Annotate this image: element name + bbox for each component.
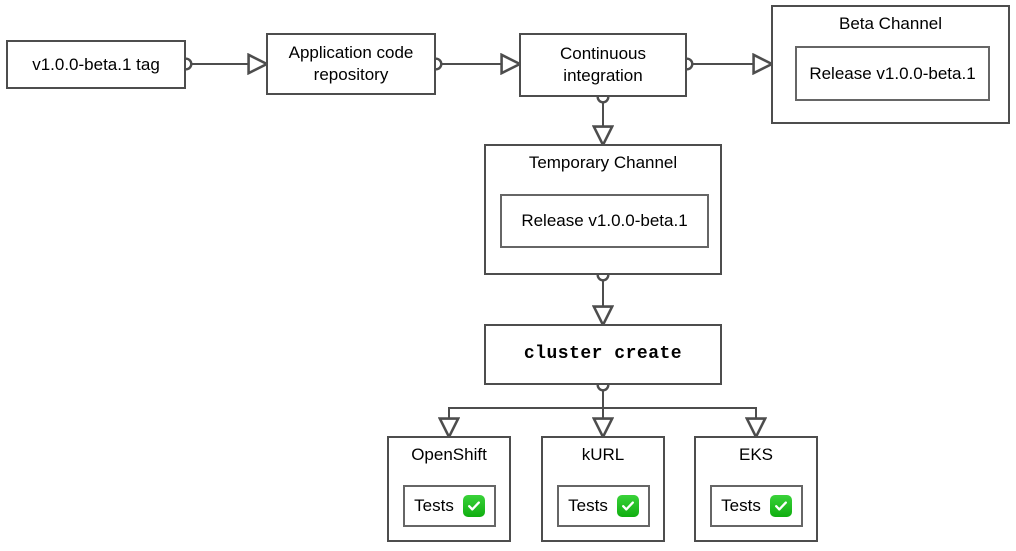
beta-channel-release-box[interactable]: Release v1.0.0-beta.1 <box>795 46 990 101</box>
eks-tests-row: Tests <box>721 495 792 517</box>
group-temporary-channel[interactable]: Temporary Channel Release v1.0.0-beta.1 <box>484 144 722 275</box>
ci-line-1: Continuous <box>559 44 646 64</box>
group-beta-channel[interactable]: Beta Channel Release v1.0.0-beta.1 <box>771 5 1010 124</box>
check-mark-button-icon <box>769 495 792 517</box>
group-kurl[interactable]: kURL Tests <box>541 436 665 542</box>
repo-line-1: Application code <box>288 43 414 63</box>
node-cluster-create[interactable]: cluster create <box>484 324 722 385</box>
openshift-tests-label: Tests <box>414 496 454 516</box>
check-mark-button-icon <box>616 495 639 517</box>
group-openshift[interactable]: OpenShift Tests <box>387 436 511 542</box>
check-mark-button-icon <box>462 495 485 517</box>
edge-cluster-create-to-openshift <box>449 385 603 436</box>
ci-line-2: integration <box>563 66 643 85</box>
node-continuous-integration[interactable]: Continuous integration <box>519 33 687 97</box>
group-openshift-title: OpenShift <box>411 445 487 464</box>
node-tag-label: v1.0.0-beta.1 tag <box>32 54 160 74</box>
group-kurl-title: kURL <box>581 445 625 464</box>
kurl-tests-row: Tests <box>568 495 639 517</box>
edge-cluster-create-to-eks <box>603 407 756 436</box>
eks-tests-box[interactable]: Tests <box>710 485 803 527</box>
node-application-code-repository[interactable]: Application code repository <box>266 33 436 95</box>
kurl-tests-box[interactable]: Tests <box>557 485 650 527</box>
repo-line-2: repository <box>313 65 389 84</box>
node-tag[interactable]: v1.0.0-beta.1 tag <box>6 40 186 89</box>
openshift-tests-row: Tests <box>414 495 485 517</box>
openshift-tests-box[interactable]: Tests <box>403 485 496 527</box>
node-application-code-repository-label: Application code repository <box>289 42 414 86</box>
node-continuous-integration-label: Continuous integration <box>560 43 646 87</box>
group-temporary-channel-title: Temporary Channel <box>528 153 678 172</box>
group-beta-channel-title: Beta Channel <box>838 14 943 33</box>
kurl-tests-label: Tests <box>568 496 608 516</box>
group-eks[interactable]: EKS Tests <box>694 436 818 542</box>
temporary-channel-release-label: Release v1.0.0-beta.1 <box>521 211 688 231</box>
temporary-channel-release-box[interactable]: Release v1.0.0-beta.1 <box>500 194 709 248</box>
beta-channel-release-label: Release v1.0.0-beta.1 <box>809 63 976 83</box>
group-eks-title: EKS <box>738 445 774 464</box>
eks-tests-label: Tests <box>721 496 761 516</box>
node-cluster-create-label: cluster create <box>523 343 683 364</box>
